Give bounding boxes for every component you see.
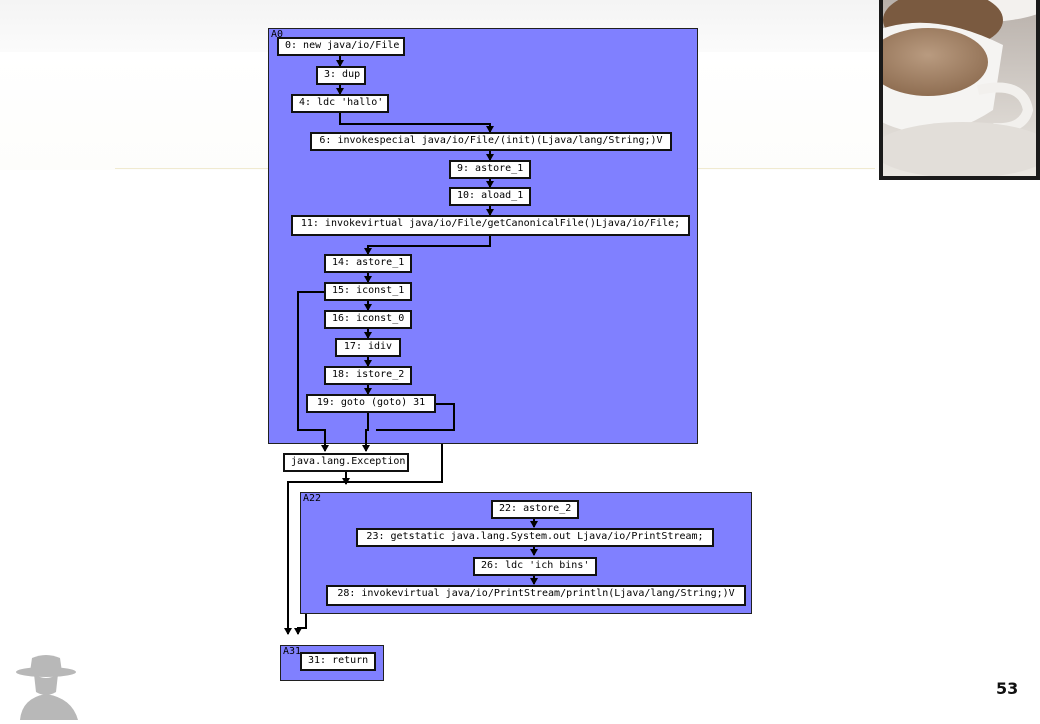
node-exception: java.lang.Exception — [283, 453, 409, 472]
node-23: 23: getstatic java.lang.System.out Ljava… — [356, 528, 714, 547]
block-a22-label: A22 — [303, 493, 322, 504]
node-22: 22: astore_2 — [491, 500, 579, 519]
node-11: 11: invokevirtual java/io/File/getCanoni… — [291, 215, 690, 236]
node-16: 16: iconst_0 — [324, 310, 412, 329]
node-19: 19: goto (goto) 31 — [306, 394, 436, 413]
node-0: 0: new java/io/File — [277, 37, 405, 56]
node-28: 28: invokevirtual java/io/PrintStream/pr… — [326, 585, 746, 606]
node-10: 10: aload_1 — [449, 187, 531, 206]
node-14: 14: astore_1 — [324, 254, 412, 273]
edge-a0-a31 — [284, 444, 443, 635]
page-number: 53 — [996, 679, 1019, 698]
node-6: 6: invokespecial java/io/File/(init)(Lja… — [310, 132, 672, 151]
coffee-cup-photo — [879, 0, 1040, 180]
block-a31-label: A31 — [283, 646, 302, 657]
node-18: 18: istore_2 — [324, 366, 412, 385]
edge-4-6 — [339, 113, 494, 133]
node-17: 17: idiv — [335, 338, 401, 357]
edge-11-14 — [364, 236, 491, 255]
node-4: 4: ldc 'hallo' — [291, 94, 389, 113]
node-3: 3: dup — [316, 66, 366, 85]
node-15: 15: iconst_1 — [324, 282, 412, 301]
node-9: 9: astore_1 — [449, 160, 531, 179]
node-26: 26: ldc 'ich bins' — [473, 557, 597, 576]
spy-hat-silhouette-icon — [12, 652, 92, 720]
block-a0-label: A0 — [271, 29, 284, 40]
node-31: 31: return — [300, 652, 376, 671]
edge-15-exception — [297, 291, 329, 452]
edge-19-31 — [376, 403, 455, 431]
edge-19-exception — [362, 413, 370, 452]
edge-a22-a31 — [294, 614, 307, 635]
